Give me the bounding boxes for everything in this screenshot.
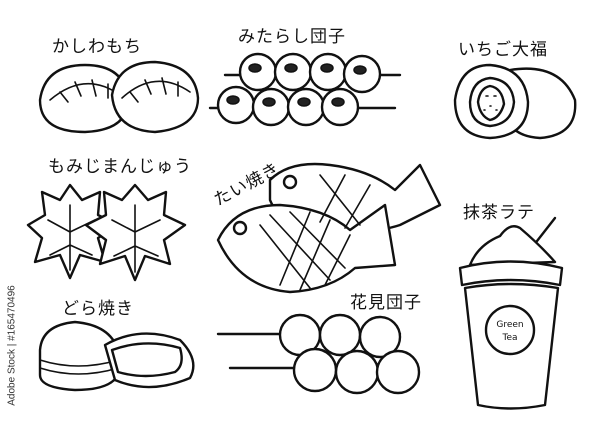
label-mitarashi-dango: みたらし団子: [238, 27, 346, 47]
cup-text-line1: Green: [496, 320, 523, 330]
label-hanami-dango: 花見団子: [350, 293, 422, 313]
ichigo-daifuku-drawing: [453, 63, 577, 140]
hanami-dango-drawing: [216, 313, 421, 395]
dorayaki-drawing: [38, 320, 195, 392]
label-kashiwamochi: かしわもち: [52, 37, 142, 57]
label-matcha-latte: 抹茶ラテ: [463, 203, 535, 223]
label-ichigo-daifuku: いちご大福: [458, 40, 548, 60]
momiji-manju-drawing: [26, 183, 187, 282]
matcha-latte-drawing: Green Tea: [458, 216, 564, 410]
label-dorayaki: どら焼き: [62, 299, 134, 319]
cup-text-line2: Tea: [501, 333, 517, 343]
taiyaki-drawing: [216, 162, 442, 294]
label-momiji-manju: もみじまんじゅう: [48, 157, 192, 177]
mitarashi-dango-drawing: [208, 52, 402, 127]
kashiwamochi-drawing: [38, 60, 200, 134]
watermark: Adobe Stock | #165470496: [6, 285, 18, 406]
